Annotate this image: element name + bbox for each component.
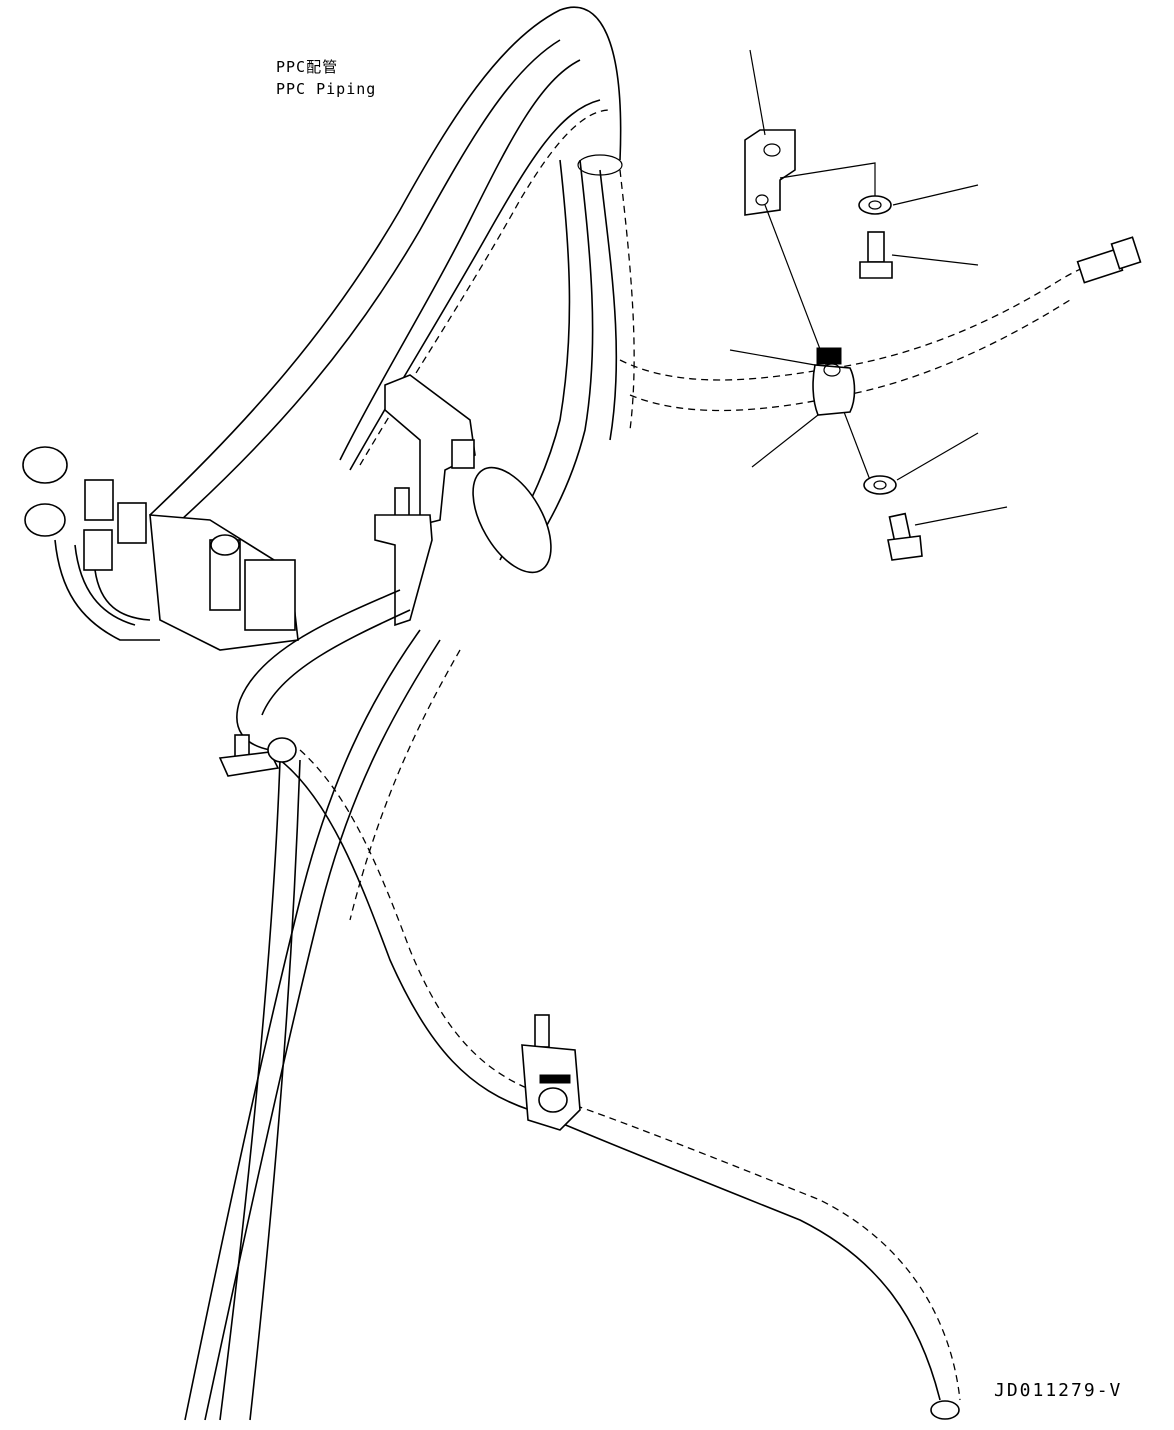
hose-clamp xyxy=(729,347,856,468)
center-bracket xyxy=(374,374,552,627)
lower-hoses xyxy=(184,589,961,1421)
right-hose xyxy=(619,236,1142,412)
lower-clamp-right xyxy=(521,1014,581,1131)
washer-upper xyxy=(858,184,979,215)
upper-bracket xyxy=(744,49,876,481)
fittings xyxy=(22,446,160,641)
drawing-code: JD011279-V xyxy=(994,1380,1123,1401)
title-english: PPC Piping xyxy=(276,80,377,98)
washer-lower xyxy=(863,432,979,495)
valve-block xyxy=(149,514,299,651)
upper-hose-bundle xyxy=(149,6,635,571)
title-japanese: PPC配管 xyxy=(276,58,339,76)
lower-clamp-left xyxy=(218,734,297,777)
bolt-upper xyxy=(859,231,979,279)
bolt-lower xyxy=(887,506,1008,561)
